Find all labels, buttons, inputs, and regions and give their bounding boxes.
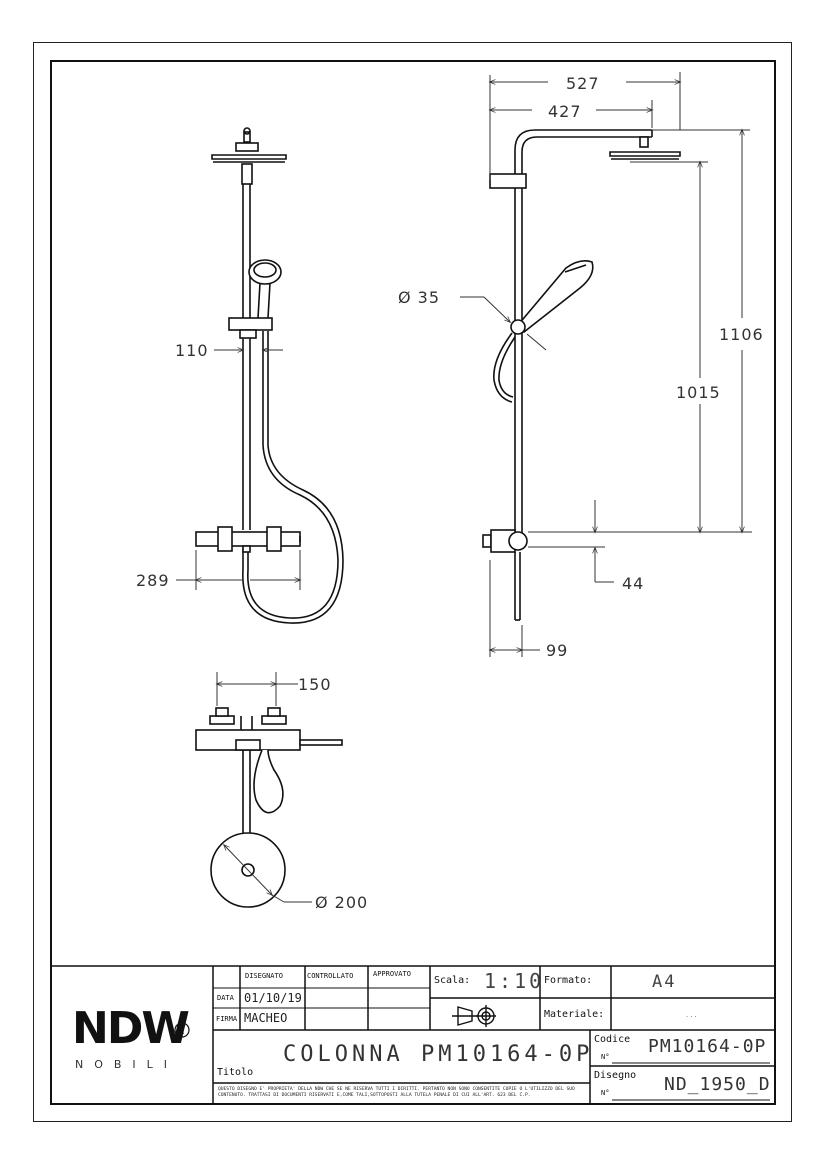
side-view [482,129,681,621]
dim-1015: 1015 [676,383,721,402]
side-view-dimensions [460,72,752,657]
label-materiale: Materiale: [544,1009,605,1020]
dim-phi-200: Ø 200 [315,893,368,912]
value-data: 01/10/19 [244,991,302,1005]
header-approvato: APPROVATO [373,970,411,978]
svg-text:R: R [178,1027,184,1037]
label-scala: Scala: [434,975,471,986]
title-block-grid [50,965,776,1105]
value-materiale: ... [685,1011,698,1019]
label-data: DATA [217,994,234,1002]
value-formato: A4 [652,972,677,992]
drawing-title: COLONNA PM10164-0P [283,1042,594,1067]
company-logo-subtitle: NOBILI [75,1058,179,1071]
dim-110: 110 [175,341,209,360]
dim-427: 427 [548,102,582,121]
label-disegno: Disegno [594,1070,637,1081]
label-disegno-no: N° [601,1089,610,1097]
drawing-sheet [33,42,792,1122]
value-scala: 1:10 [484,969,545,993]
dim-289: 289 [136,571,170,590]
top-view-dimensions [215,672,312,903]
front-view [195,127,344,624]
logo-mark-icon: R [174,1022,190,1038]
label-formato: Formato: [544,975,593,986]
dim-1106: 1106 [719,325,764,344]
label-firma: FIRMA [216,1015,238,1023]
drawing-frame [50,60,776,1105]
label-titolo: Titolo [217,1067,254,1078]
projection-symbol-icon [452,1005,496,1027]
dim-527: 527 [566,74,600,93]
label-codice: Codice [594,1034,631,1045]
value-disegno: ND_1950_D [664,1074,771,1095]
value-codice: PM10164-0P [648,1036,767,1057]
dim-44: 44 [622,574,644,593]
front-view-dimensions [176,347,302,590]
dim-99: 99 [546,641,568,660]
label-codice-no: N° [601,1053,610,1061]
dim-150: 150 [298,675,332,694]
legal-notice: QUESTO DISEGNO E' PROPRIETA' DELLA NDW C… [218,1087,575,1098]
dim-phi-35: Ø 35 [398,288,440,307]
value-firma: MACHEO [244,1011,288,1025]
header-disegnato: DISEGNATO [245,972,283,980]
company-logo: NDW [72,1003,190,1054]
header-controllato: CONTROLLATO [307,972,354,980]
top-view [195,707,343,908]
